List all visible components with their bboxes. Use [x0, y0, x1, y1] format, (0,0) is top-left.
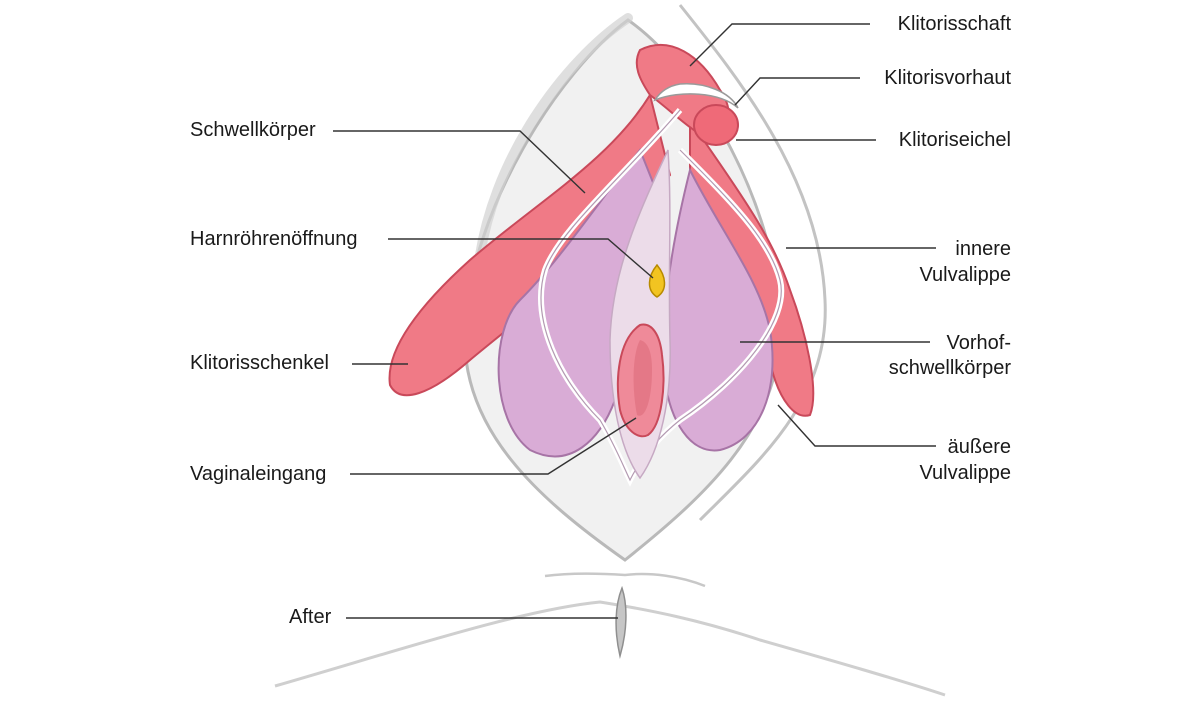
- label-after: After: [289, 606, 332, 628]
- label-harnroehrenoeffnung: Harnröhrenöffnung: [190, 228, 358, 250]
- outer-labia-left-edge: [473, 13, 633, 275]
- label-innere-vulvalippe-1: innere: [955, 238, 1011, 260]
- leader-klitorisschaft: [689, 23, 870, 67]
- label-aeussere-vulvalippe-1: äußere: [947, 436, 1011, 458]
- label-vorhofschwellkoerper-2: schwellkörper: [888, 357, 1011, 379]
- label-schwellkoerper: Schwellkörper: [190, 119, 316, 141]
- urethral-opening: [648, 263, 666, 298]
- label-klitoriseichel: Klitoriseichel: [898, 129, 1011, 151]
- label-klitorisvorhaut: Klitorisvorhaut: [884, 67, 1011, 89]
- leader-aeussere-vulvalippe: [777, 404, 936, 447]
- leader-harnroehrenoeffnung: [388, 238, 654, 279]
- outer-labia-right-edge: [678, 4, 827, 522]
- label-vaginaleingang: Vaginaleingang: [190, 463, 327, 485]
- clitoral-glans: [693, 104, 739, 146]
- leader-vaginaleingang: [350, 417, 637, 475]
- label-klitorisschenkel: Klitorisschenkel: [190, 352, 329, 374]
- label-klitorisschaft: Klitorisschaft: [897, 13, 1011, 35]
- anus: [615, 585, 627, 659]
- leader-klitorisvorhaut: [734, 77, 860, 106]
- inner-labia-outline: [540, 109, 782, 482]
- perineum-outline: [544, 572, 706, 588]
- clitoral-hood: [653, 83, 739, 109]
- label-vorhofschwellkoerper-1: Vorhof-: [946, 332, 1011, 354]
- vaginal-opening-inner: [633, 340, 652, 416]
- leader-schwellkoerper: [333, 130, 586, 194]
- buttocks-outline: [274, 600, 946, 697]
- label-aeussere-vulvalippe-2: Vulvalippe: [919, 462, 1011, 484]
- label-innere-vulvalippe-2: Vulvalippe: [919, 264, 1011, 286]
